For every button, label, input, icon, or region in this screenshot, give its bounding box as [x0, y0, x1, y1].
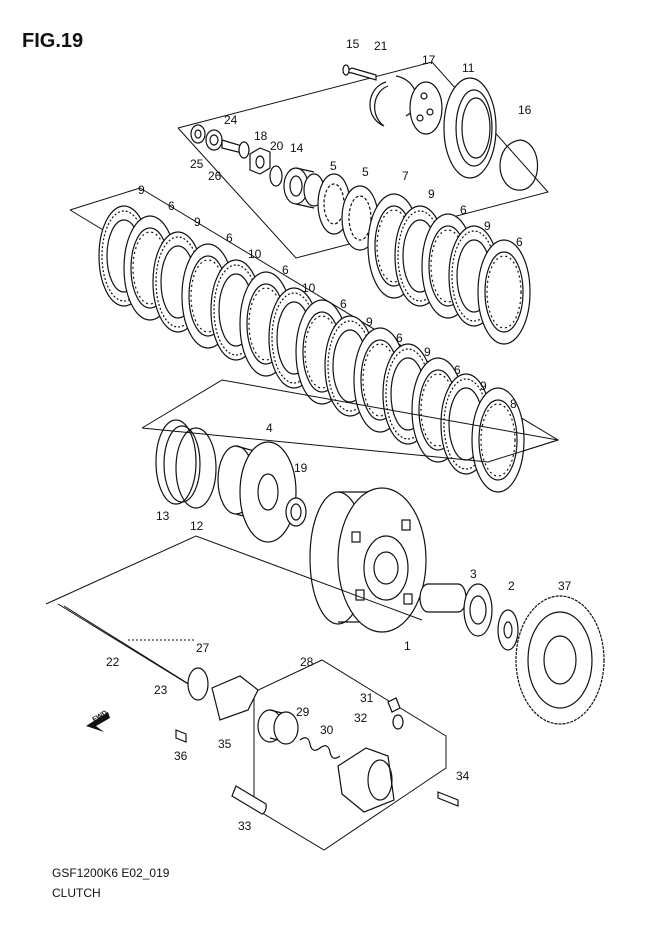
- sleeve-hub-part: [217, 441, 297, 543]
- callout: 24: [224, 113, 238, 127]
- push-rod-group: [45, 535, 423, 687]
- callout: 35: [218, 737, 232, 751]
- forward-arrow-icon: FWD: [86, 710, 110, 732]
- callout: 5: [330, 159, 337, 173]
- callout: 6: [168, 199, 175, 213]
- nut-part: [249, 147, 271, 175]
- pressure-plate-group: [177, 61, 549, 345]
- callout: 22: [106, 655, 120, 669]
- callout: 18: [254, 129, 268, 143]
- bearing-part: [205, 129, 223, 151]
- figure-name: CLUTCH: [52, 886, 101, 900]
- callout: 33: [238, 819, 252, 833]
- callout: 27: [196, 641, 210, 655]
- callout: 4: [266, 421, 273, 435]
- snap-ring-part: [369, 81, 389, 127]
- callout: 9: [366, 315, 373, 329]
- clutch-hub-group: [141, 379, 605, 725]
- callout: 19: [294, 461, 308, 475]
- callout: 2: [508, 579, 515, 593]
- callout: 13: [156, 509, 170, 523]
- callout: 31: [360, 691, 374, 705]
- callout: 12: [190, 519, 204, 533]
- callout: 15: [346, 37, 360, 51]
- callout: 6: [460, 203, 467, 217]
- callout: 16: [518, 103, 532, 117]
- callout: 37: [558, 579, 572, 593]
- callout: 9: [480, 379, 487, 393]
- washer-part: [190, 124, 206, 144]
- callout: 30: [320, 723, 334, 737]
- washer-part: [269, 165, 283, 187]
- callout: 8: [510, 397, 517, 411]
- figure-code: GSF1200K6 E02_019: [52, 866, 170, 880]
- lifter-plate-part: [409, 81, 443, 135]
- callout: 11: [462, 61, 475, 75]
- callout: 17: [422, 53, 436, 67]
- washer-part: [285, 497, 307, 527]
- callout: 6: [454, 363, 461, 377]
- callout: 21: [374, 39, 388, 53]
- callout: 9: [194, 215, 201, 229]
- figure-title: FIG.19: [22, 30, 84, 52]
- spring-washer-part: [443, 77, 497, 179]
- release-cylinder-group: [175, 659, 459, 851]
- callout: 26: [208, 169, 222, 183]
- callout: 9: [428, 187, 435, 201]
- callout: 9: [484, 219, 491, 233]
- callout: 28: [300, 655, 314, 669]
- drive-gear-part: [515, 595, 605, 725]
- callout: 9: [138, 183, 145, 197]
- callout: 3: [470, 567, 477, 581]
- callout: 1: [404, 639, 411, 653]
- callout: 34: [456, 769, 470, 783]
- callout: 29: [296, 705, 310, 719]
- callout: 23: [154, 683, 168, 697]
- callout: 5: [362, 165, 369, 179]
- circlip-part: [499, 139, 539, 191]
- callout: 6: [282, 263, 289, 277]
- callout: 6: [516, 235, 523, 249]
- callout: 6: [226, 231, 233, 245]
- callout: 9: [424, 345, 431, 359]
- callout: 6: [340, 297, 347, 311]
- callout: 20: [270, 139, 284, 153]
- callout: 36: [174, 749, 188, 763]
- callout: 6: [396, 331, 403, 345]
- part-callouts: 15 21 17 11 16 24 18 20 14 25 26 5 5 7 9…: [106, 37, 572, 833]
- callout: 7: [402, 169, 409, 183]
- callout: 14: [290, 141, 304, 155]
- clutch-housing-part: [309, 487, 427, 633]
- bolt-part: [341, 64, 377, 81]
- callout: 10: [302, 281, 316, 295]
- callout: 25: [190, 157, 204, 171]
- callout: 10: [248, 247, 262, 261]
- callout: 32: [354, 711, 368, 725]
